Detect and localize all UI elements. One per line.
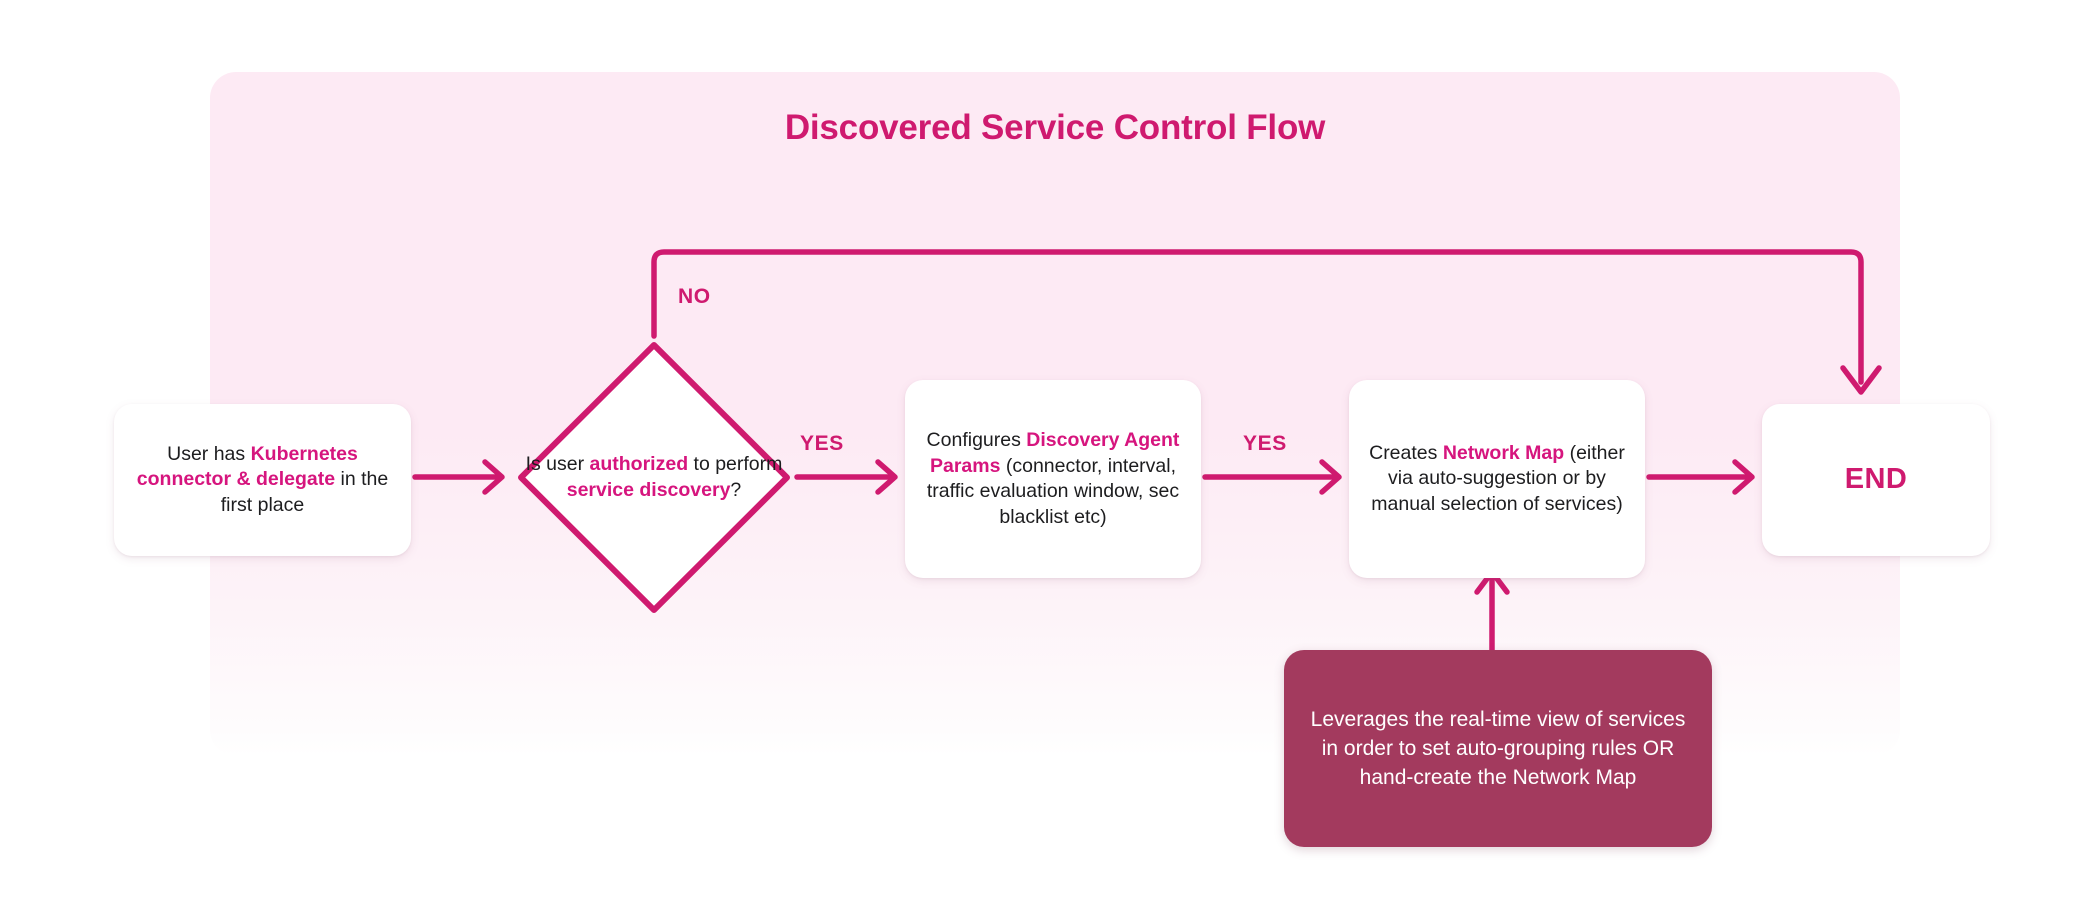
edge-label-yes-second: YES: [1243, 432, 1287, 455]
node-start-user-has-connector[interactable]: User has Kubernetes connector & delegate…: [114, 404, 411, 556]
node-decision-label-wrap: Is user authorized to perform service di…: [515, 339, 793, 616]
node-map-label: Creates Network Map (either via auto-sug…: [1369, 441, 1625, 515]
node-decision-is-user-authorized[interactable]: Is user authorized to perform service di…: [515, 339, 793, 616]
page-title: Discovered Service Control Flow: [784, 108, 1326, 147]
node-end[interactable]: END: [1762, 404, 1990, 556]
edge-label-no: NO: [678, 285, 711, 308]
diamond-shape-icon: [518, 342, 790, 613]
edge-label-yes-first: YES: [800, 432, 844, 455]
node-start-label: User has Kubernetes connector & delegate…: [136, 442, 389, 516]
note-label: Leverages the real-time view of services…: [1310, 708, 1686, 789]
node-configures-discovery-agent-params[interactable]: Configures Discovery Agent Params (conne…: [905, 380, 1201, 578]
note-leverages-real-time-view[interactable]: Leverages the real-time view of services…: [1284, 650, 1712, 847]
node-decision-label: Is user authorized to perform service di…: [525, 453, 783, 501]
node-end-label: END: [1844, 463, 1908, 496]
node-params-label: Configures Discovery Agent Params (conne…: [926, 429, 1180, 528]
node-creates-network-map[interactable]: Creates Network Map (either via auto-sug…: [1349, 380, 1645, 578]
